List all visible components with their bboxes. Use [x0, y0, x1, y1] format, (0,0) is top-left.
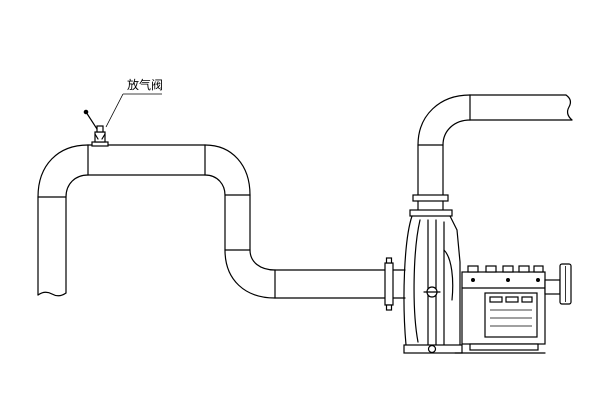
motor	[454, 263, 572, 354]
discharge-flange-upper	[412, 194, 449, 202]
inlet-horizontal-pipe	[274, 269, 386, 299]
air-release-valve	[83, 109, 109, 147]
discharge-pipe	[409, 94, 573, 217]
valve-lever	[85, 111, 98, 130]
discharge-elbow	[417, 94, 471, 146]
motor-junction-box	[484, 292, 538, 338]
left-pipe-leg	[37, 196, 67, 297]
discharge-flange-lower	[409, 209, 453, 217]
bottom-elbow	[224, 249, 276, 299]
valve-knob-icon	[83, 109, 89, 115]
right-pipe-leg	[224, 194, 251, 251]
air-release-valve-callout: 放气阀	[105, 77, 163, 128]
top-left-elbow	[37, 144, 89, 198]
motor-shaft	[544, 279, 561, 295]
discharge-horizontal-pipe	[469, 94, 573, 121]
top-horizontal-pipe	[87, 144, 206, 176]
air-release-valve-label: 放气阀	[127, 77, 163, 92]
pump-base-bolt-icon	[427, 344, 437, 354]
suction-pipe	[37, 144, 386, 299]
inlet-flange	[384, 257, 406, 311]
pump-casing	[403, 215, 463, 354]
discharge-vertical-pipe	[409, 144, 453, 217]
top-right-elbow	[204, 144, 251, 196]
